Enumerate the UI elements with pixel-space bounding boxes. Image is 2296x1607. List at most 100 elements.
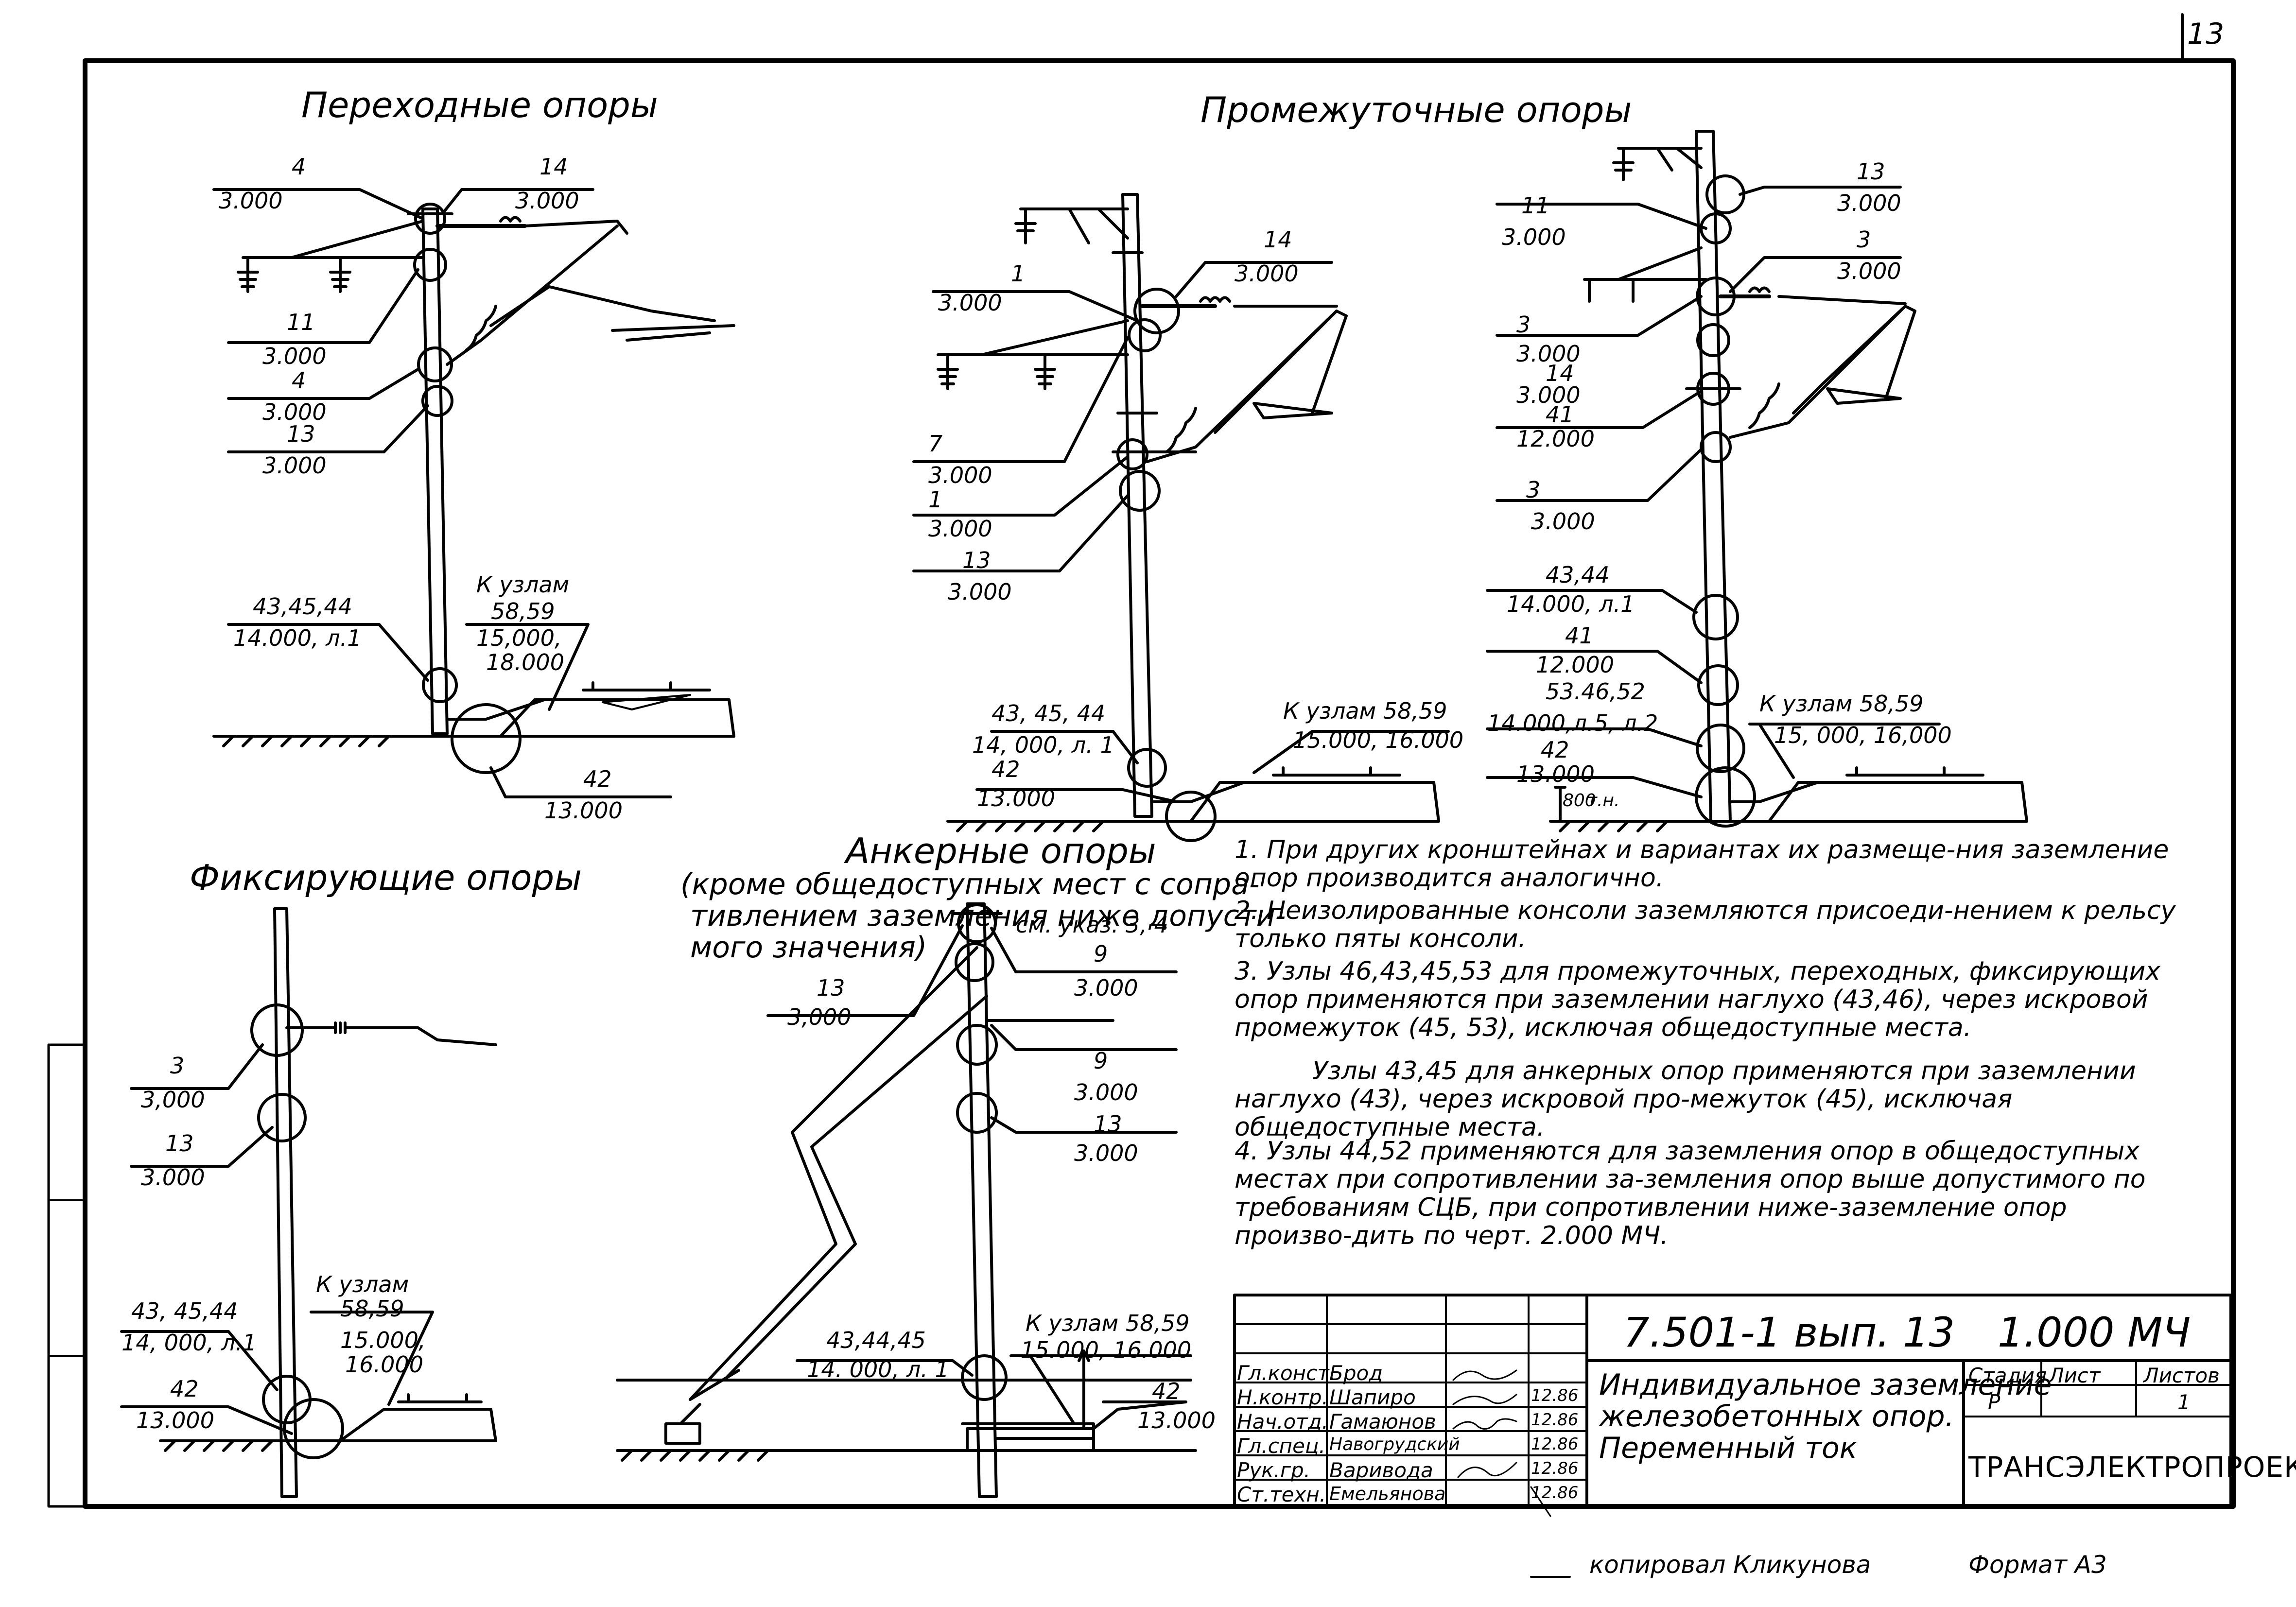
im1-node-1b: 1 [928,486,943,513]
im1-kuzlam: К узлам 58,59 [1283,698,1447,724]
stamp-name-1: Брод [1329,1361,1383,1385]
footer-copied: копировал Кликунова [1589,1551,1871,1579]
title-fixing: Фиксирующие опоры [190,857,582,898]
an-node-9a: 9 [1094,941,1108,967]
im1-node-1a: 1 [1011,260,1026,287]
tr-kuzlam-nodes: 58,59 [491,598,555,624]
stamp-sheet-header: Лист [2049,1364,2101,1387]
stamp-sheets-header: Листов [2143,1364,2220,1387]
im1-node-14-ref: 3.000 [1235,260,1299,287]
tr-node-13-ref: 3.000 [262,452,327,479]
im2-node-14: 14 [1546,360,1574,386]
tr-node-434544: 43,45,44 [253,593,352,620]
tr-node-4b: 4 [292,367,306,394]
an-node-9b-ref: 3.000 [1074,1079,1138,1106]
transitional-pole-drawing [212,188,735,798]
im2-kuzlam-ref: 15, 000, 16,000 [1774,722,1952,748]
anchor-ref-note: см. указ. 3, 4 [1016,912,1168,938]
fx-node-42-ref: 13.000 [136,1407,214,1434]
stamp-date-3: 12.86 [1531,1410,1579,1430]
tr-node-4a-ref: 3.000 [219,188,283,214]
im2-node-11-ref: 3.000 [1502,224,1566,250]
im2-depth-unit: т.н. [1587,791,1620,811]
title-transitional: Переходные опоры [301,85,658,125]
im2-node-534652: 53.46,52 [1546,678,1645,705]
im2-node-3a-ref: 3.000 [1837,258,1901,284]
im1-node-13: 13 [962,547,991,573]
stamp-stage-header: Стадия [1968,1364,2047,1387]
sheet-number: 13 [2187,17,2225,51]
im1-node-434544-ref: 14, 000, л. 1 [972,732,1114,758]
tr-kuzlam-ref2: 18.000 [486,649,564,675]
stamp-stage: Р [1988,1390,2000,1414]
fx-node-3: 3 [170,1053,185,1079]
anchor-pole-drawing [616,902,1197,1498]
an-kuzlam-ref: 15.000, 16.000 [1021,1337,1192,1363]
fx-node-3-ref: 3,000 [141,1087,205,1113]
an-node-42-ref: 13.000 [1137,1407,1216,1434]
fx-node-434544-ref: 14, 000, л.1 [122,1330,257,1356]
intermediate-pole-1-drawing [912,193,1450,842]
stamp-date-2: 12.86 [1531,1386,1579,1405]
im1-node-42: 42 [991,756,1020,782]
im2-node-41a: 41 [1546,401,1574,428]
stamp-role-3: Нач.отд. [1237,1410,1329,1434]
fixing-pole-drawing [120,907,497,1498]
im2-node-4344-ref: 14.000, л.1 [1507,591,1635,617]
an-node-434445-ref: 14. 000, л. 1 [807,1356,949,1382]
fx-node-434544: 43, 45,44 [131,1298,238,1324]
fx-kuzlam: К узлам [316,1271,409,1297]
stamp-role-1: Гл.конст. [1237,1361,1336,1385]
im2-node-14-ref: 3.000 [1516,382,1581,408]
stamp-organization: ТРАНСЭЛЕКТРОПРОЕКТ [1968,1451,2296,1484]
stamp-desc-2: железобетонных опор. [1599,1400,1954,1434]
im2-node-13: 13 [1857,158,1885,185]
title-block-lines [1233,1294,2232,1517]
stamp-name-4: Навогрудский [1329,1434,1460,1454]
stamp-sheets: 1 [2177,1390,2191,1414]
stamp-name-5: Варивода [1329,1458,1433,1482]
im1-node-13-ref: 3.000 [948,579,1012,605]
im2-node-3b: 3 [1516,311,1531,338]
im2-node-41b: 41 [1565,622,1594,649]
title-anchor-line3: тивлением заземления ниже допусти- [690,899,1286,933]
an-node-13b-ref: 3.000 [1074,1140,1138,1166]
stamp-role-2: Н.контр. [1237,1385,1328,1409]
im1-node-1b-ref: 3.000 [928,516,992,542]
im1-node-7: 7 [928,431,943,457]
im2-node-3b-ref: 3.000 [1516,341,1581,367]
sheet-code: 1.000 МЧ [1998,1309,2191,1356]
tr-node-13: 13 [287,421,315,447]
tr-node-11-ref: 3.000 [262,343,327,369]
im2-node-3c: 3 [1526,477,1541,503]
im2-node-3a: 3 [1857,226,1871,253]
stamp-desc-1: Индивидуальное заземление [1599,1368,2052,1402]
tr-node-14-ref: 3.000 [515,188,579,214]
tr-node-4b-ref: 3.000 [262,399,327,425]
im1-node-434544: 43, 45, 44 [991,700,1106,726]
fx-node-13-ref: 3.000 [141,1164,205,1191]
stamp-role-6: Ст.техн. [1237,1483,1326,1506]
im2-kuzlam: К узлам 58,59 [1759,691,1924,717]
im2-depth: 800 [1563,791,1596,811]
im1-node-1a-ref: 3.000 [938,290,1002,316]
stamp-role-5: Рук.гр. [1237,1458,1310,1482]
stamp-name-2: Шапиро [1329,1385,1416,1409]
im2-node-42: 42 [1541,737,1569,763]
im2-node-3c-ref: 3.000 [1531,508,1595,535]
im2-node-41b-ref: 12.000 [1536,652,1614,678]
an-node-434445: 43,44,45 [826,1327,926,1353]
side-stamp-box [47,1043,87,1508]
im2-node-11: 11 [1521,192,1550,219]
stamp-date-4: 12.86 [1531,1434,1579,1454]
fx-kuzlam-nodes: 58,59 [340,1296,404,1322]
an-node-13-ref: 3,000 [787,1004,852,1030]
stamp-date-5: 12.86 [1531,1459,1579,1478]
im1-node-7-ref: 3.000 [928,462,992,488]
footer-format: Формат А3 [1968,1551,2107,1579]
doc-code: 7.501-1 вып. 13 [1623,1309,1955,1356]
tr-node-11: 11 [287,309,315,335]
stamp-name-6: Емельянова [1329,1483,1446,1504]
